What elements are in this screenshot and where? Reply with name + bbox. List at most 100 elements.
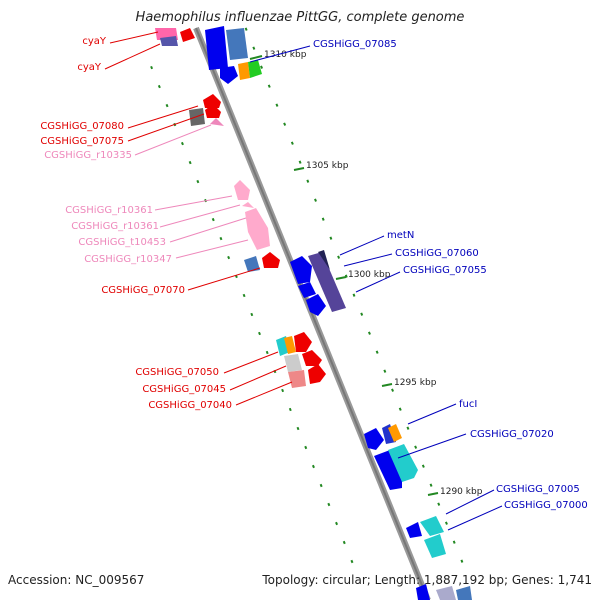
gene-feature xyxy=(242,202,254,208)
gene-label: CGSHiGG_07005 xyxy=(496,484,580,495)
gene-feature xyxy=(180,28,195,42)
gene-feature xyxy=(388,444,418,482)
track-tick xyxy=(227,255,231,260)
track-tick xyxy=(188,160,192,165)
gene-feature xyxy=(294,332,312,352)
track-tick xyxy=(406,426,410,430)
tick-tracks xyxy=(150,27,464,564)
gene-feature xyxy=(456,586,472,600)
gene-feature xyxy=(388,424,402,442)
gene-feature xyxy=(308,252,346,312)
gene-feature xyxy=(284,354,302,372)
gene-label: CGSHiGG_07075 xyxy=(40,136,124,147)
gene-feature xyxy=(302,350,322,366)
track-tick xyxy=(281,388,285,393)
track-tick xyxy=(429,483,433,487)
gene-label: CGSHiGG_07085 xyxy=(313,39,397,50)
gene-feature xyxy=(416,584,430,600)
gene-label: cyaY xyxy=(77,62,102,73)
track-tick xyxy=(252,46,256,50)
track-tick xyxy=(157,84,161,89)
gene-label: fucI xyxy=(459,399,477,410)
gene-feature xyxy=(318,250,330,270)
label-connectors xyxy=(104,31,503,531)
gene-feature xyxy=(220,66,238,84)
reverse-labels: cyaY cyaY CGSHiGG_07080 CGSHiGG_07075 CG… xyxy=(40,36,232,411)
accession-text: Accession: NC_009567 xyxy=(8,573,145,587)
gene-feature xyxy=(308,364,326,384)
gene-label: CGSHiGG_07080 xyxy=(40,121,124,132)
gene-label: CGSHiGG_07050 xyxy=(135,367,219,378)
gene-feature xyxy=(420,516,444,536)
track-tick xyxy=(304,445,308,450)
track-tick xyxy=(329,236,333,240)
track-tick xyxy=(283,122,287,126)
track-tick xyxy=(327,502,331,507)
gene-feature xyxy=(284,336,296,354)
gene-feature xyxy=(234,180,250,200)
track-tick xyxy=(250,312,254,317)
gene-feature xyxy=(210,118,224,126)
track-tick xyxy=(350,559,354,564)
gene-label: CGSHiGG_07060 xyxy=(395,248,479,259)
gene-feature xyxy=(245,208,270,250)
scale-mark-label: 1305 kbp xyxy=(306,161,349,171)
gene-label: CGSHiGG_07045 xyxy=(142,384,226,395)
track-tick xyxy=(383,369,387,373)
track-tick xyxy=(367,331,371,335)
track-tick xyxy=(314,198,317,202)
gene-feature xyxy=(226,28,248,60)
scale-marks: 1310 kbp 1305 kbp 1300 kbp 1295 kbp 1290… xyxy=(249,50,483,497)
track-tick xyxy=(258,331,261,336)
track-tick xyxy=(321,217,325,221)
gene-label: CGSHiGG_r10361 xyxy=(65,205,153,216)
track-tick xyxy=(180,141,184,146)
gene-label: CGSHiGG_r10347 xyxy=(84,254,172,265)
gene-feature xyxy=(298,282,316,298)
gene-label: CGSHiGG_r10361 xyxy=(71,221,159,232)
track-tick xyxy=(211,217,215,222)
track-tick xyxy=(150,65,154,70)
gene-feature xyxy=(290,256,312,284)
track-tick xyxy=(242,293,246,298)
gene-feature xyxy=(262,252,280,268)
gene-feature xyxy=(160,36,178,46)
gene-feature xyxy=(424,534,446,558)
gene-feature xyxy=(248,60,262,78)
track-tick xyxy=(296,426,300,431)
track-tick xyxy=(288,407,292,412)
track-tick xyxy=(244,27,248,31)
track-tick xyxy=(298,160,302,164)
track-tick xyxy=(219,236,223,241)
gene-label: CGSHiGG_07055 xyxy=(403,265,487,276)
track-tick xyxy=(398,407,402,411)
gene-label: CGSHiGG_07040 xyxy=(148,400,232,411)
scale-mark-label: 1300 kbp xyxy=(348,270,391,280)
forward-labels: CGSHiGG_07085 metN CGSHiGG_07060 CGSHiGG… xyxy=(313,39,588,511)
gene-label: CGSHiGG_r10335 xyxy=(44,150,132,161)
gene-feature xyxy=(436,586,456,600)
track-tick xyxy=(342,540,346,545)
gene-label: metN xyxy=(387,230,414,241)
track-tick xyxy=(444,521,448,525)
gene-features xyxy=(155,26,472,600)
gene-feature xyxy=(238,62,250,80)
track-tick xyxy=(452,540,456,544)
gene-feature xyxy=(306,294,326,316)
gene-label: CGSHiGG_t10453 xyxy=(78,237,166,248)
gene-feature xyxy=(406,522,422,538)
track-tick xyxy=(344,274,348,278)
track-tick xyxy=(335,521,339,526)
track-tick xyxy=(275,103,279,107)
track-tick xyxy=(414,445,418,449)
track-tick xyxy=(290,141,294,145)
track-tick xyxy=(196,179,200,184)
gene-feature xyxy=(203,94,221,108)
track-tick xyxy=(260,65,264,69)
gene-feature xyxy=(244,256,260,272)
genome-backbone xyxy=(193,26,431,600)
gene-feature xyxy=(205,26,228,70)
track-tick xyxy=(319,483,323,488)
scale-mark-label: 1290 kbp xyxy=(440,487,483,497)
track-tick xyxy=(352,293,356,297)
